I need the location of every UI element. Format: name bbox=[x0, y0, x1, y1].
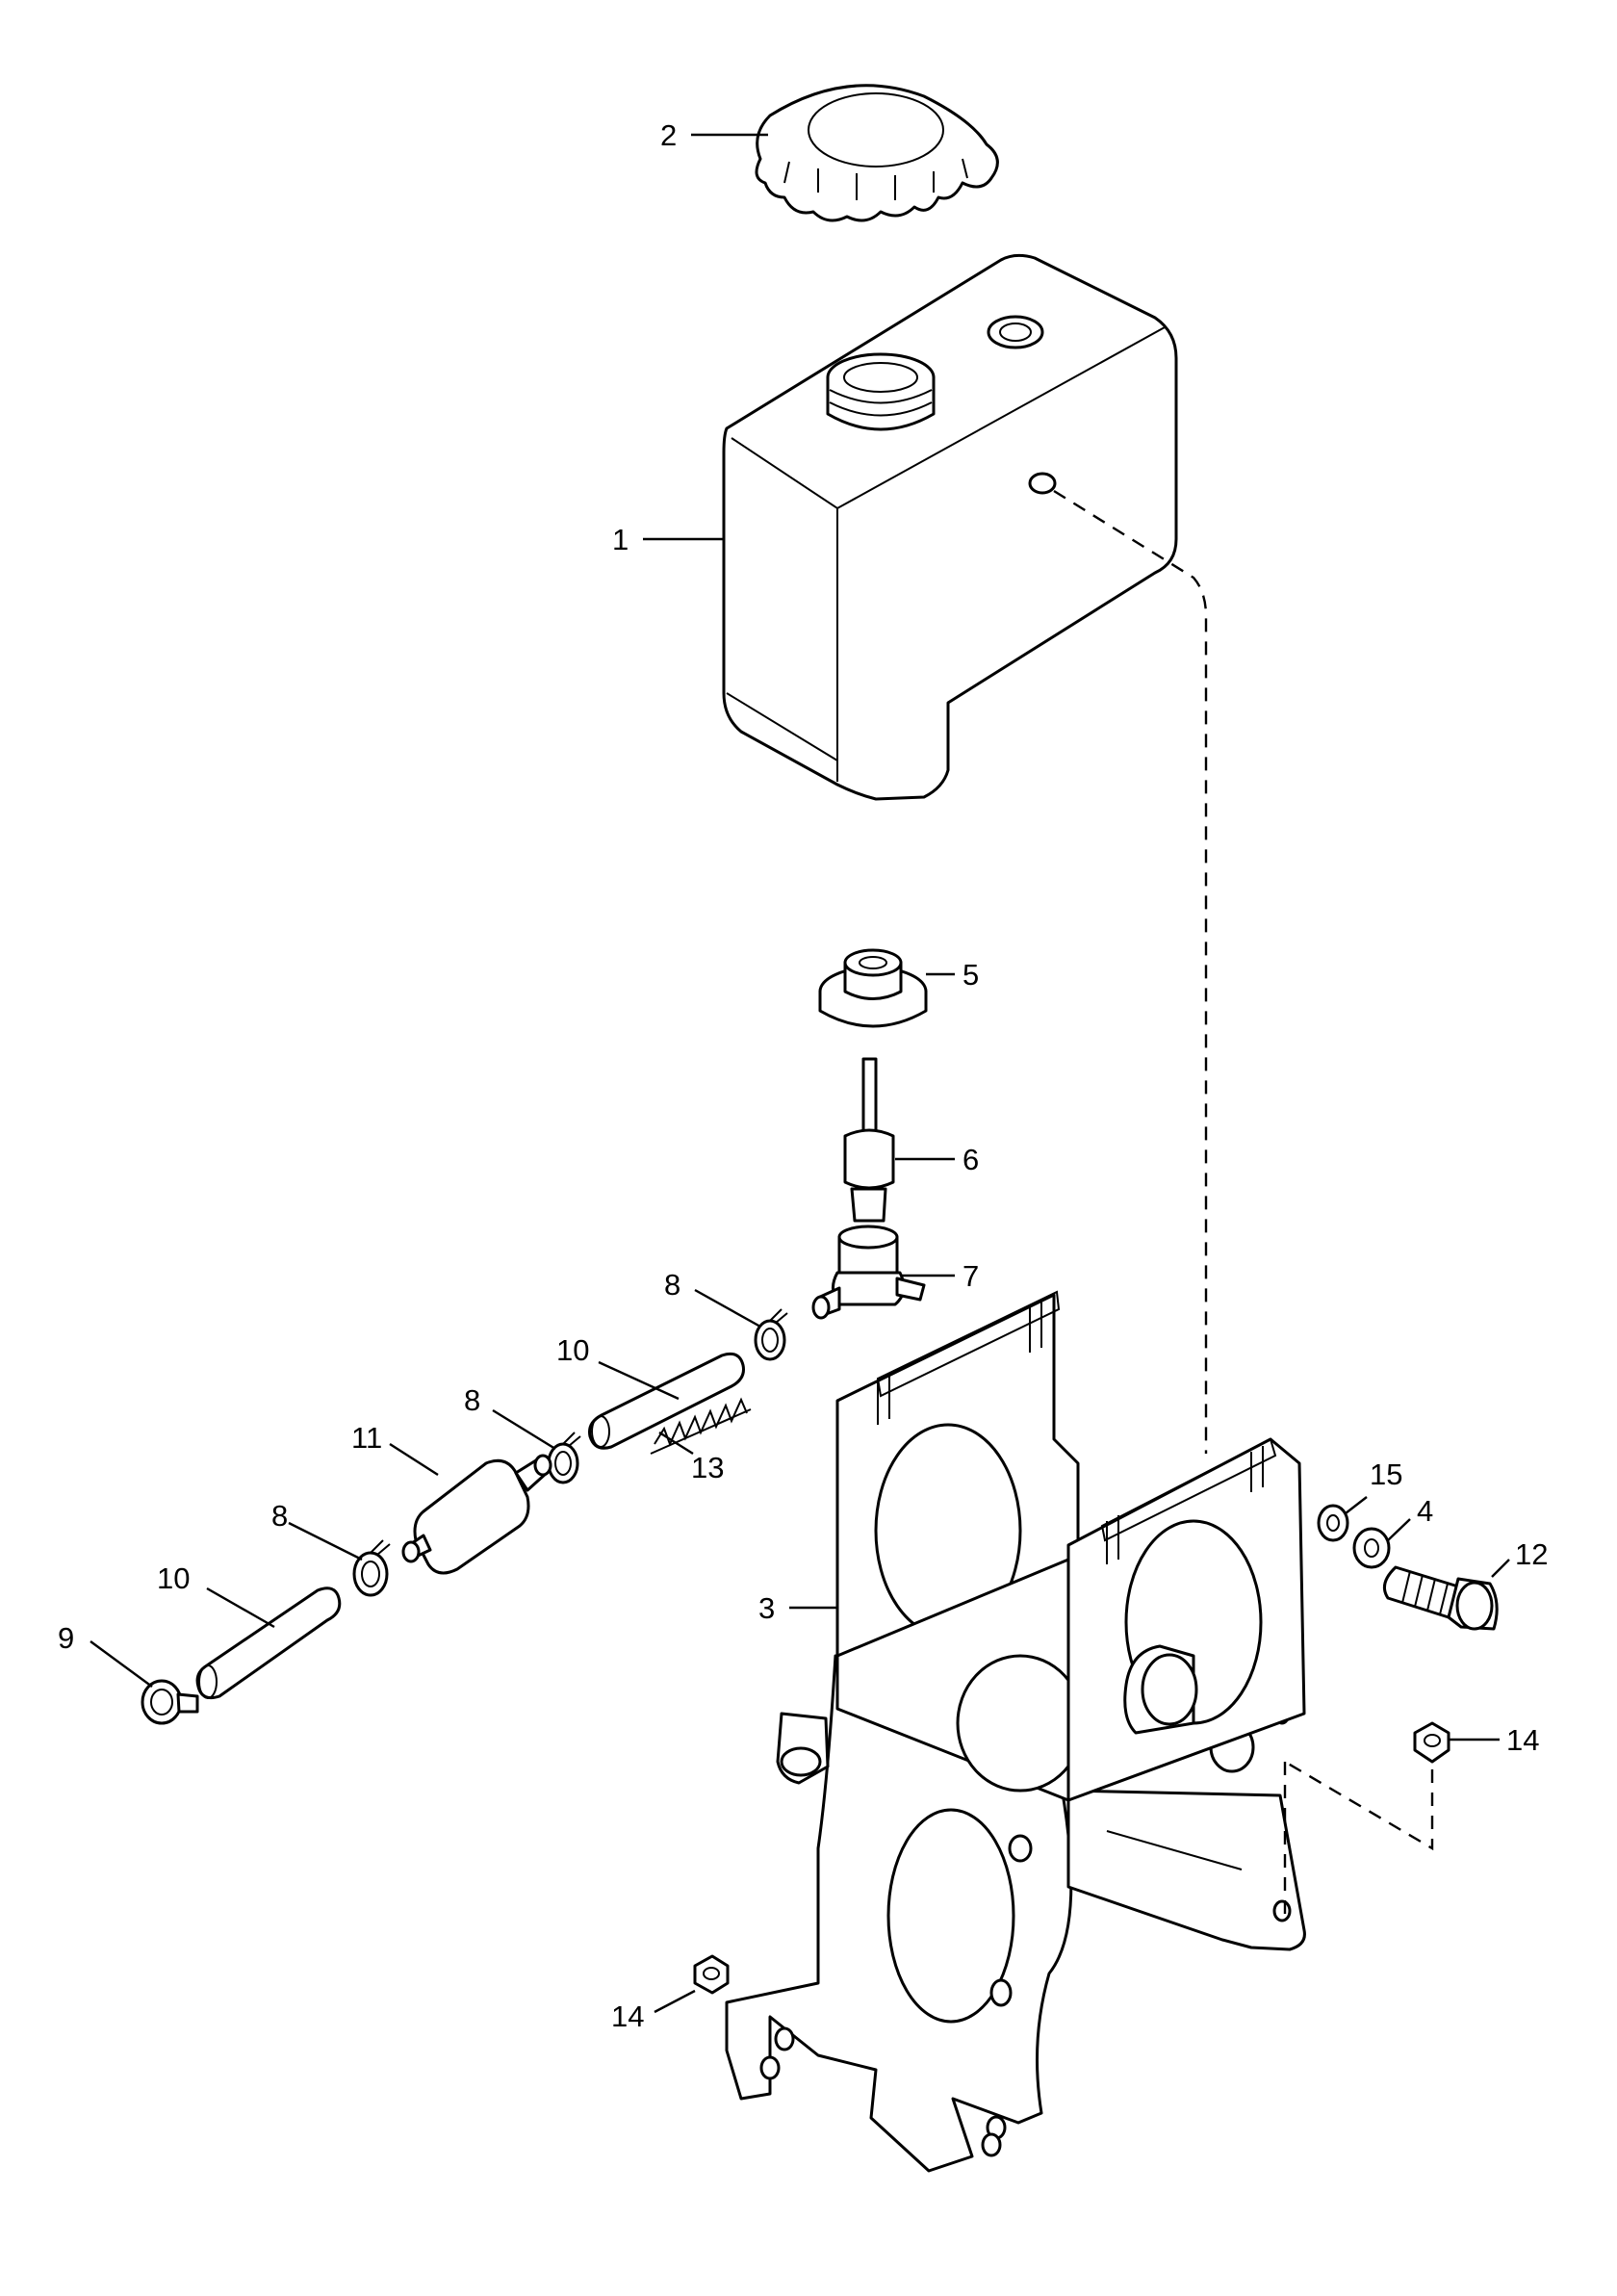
callout-bolt: 12 bbox=[1515, 1537, 1548, 1571]
callout-spring: 13 bbox=[691, 1451, 724, 1484]
callout-washer-4: 4 bbox=[1417, 1494, 1433, 1528]
callout-hose-lower: 10 bbox=[157, 1561, 190, 1595]
callout-fuel-filter: 11 bbox=[351, 1421, 382, 1455]
bolt bbox=[1382, 1565, 1499, 1631]
callout-bracket: 3 bbox=[758, 1591, 775, 1625]
washer-4 bbox=[1352, 1527, 1391, 1569]
spring bbox=[650, 1397, 752, 1455]
fuel-pickup-tube bbox=[843, 1057, 895, 1223]
callout-clamp-lower: 8 bbox=[271, 1499, 288, 1533]
callout-cap: 2 bbox=[660, 118, 677, 152]
hose-clamp-end bbox=[141, 1679, 199, 1725]
assembly-guide-line bbox=[1053, 489, 1208, 1454]
callout-tank: 1 bbox=[612, 523, 629, 556]
nut-guide-line bbox=[1283, 1760, 1434, 1916]
callout-washer-15: 15 bbox=[1370, 1458, 1402, 1491]
fuel-hose-upper bbox=[588, 1352, 745, 1450]
fuel-tank bbox=[722, 253, 1178, 801]
fuel-cap bbox=[755, 84, 999, 222]
hose-clamp-middle bbox=[547, 1432, 581, 1484]
callout-pickup: 6 bbox=[962, 1143, 979, 1176]
shutoff-valve bbox=[811, 1225, 926, 1320]
callout-shutoff-valve: 7 bbox=[962, 1259, 979, 1293]
washer-15 bbox=[1317, 1504, 1349, 1542]
tank-bracket bbox=[725, 1290, 1306, 2173]
callout-nut-left: 14 bbox=[611, 1999, 644, 2033]
callout-nut-right: 14 bbox=[1506, 1723, 1539, 1757]
callout-clamp-middle: 8 bbox=[464, 1383, 480, 1417]
callout-clamp-upper: 8 bbox=[664, 1268, 680, 1302]
callout-labels: 1 2 3 4 5 6 7 8 8 8 9 10 10 11 12 13 14 … bbox=[58, 118, 1548, 2033]
callout-hose-upper: 10 bbox=[556, 1333, 589, 1367]
leader-lines bbox=[90, 133, 1510, 2014]
nut-right bbox=[1413, 1721, 1450, 1764]
hose-clamp-lower bbox=[352, 1539, 391, 1597]
grommet bbox=[818, 948, 928, 1028]
nut-left bbox=[693, 1954, 730, 1995]
fuel-hose-lower bbox=[195, 1587, 342, 1700]
hose-clamp-upper bbox=[754, 1308, 788, 1361]
callout-grommet: 5 bbox=[962, 958, 979, 992]
fuel-filter bbox=[401, 1454, 552, 1575]
callout-clamp-end: 9 bbox=[58, 1621, 74, 1655]
